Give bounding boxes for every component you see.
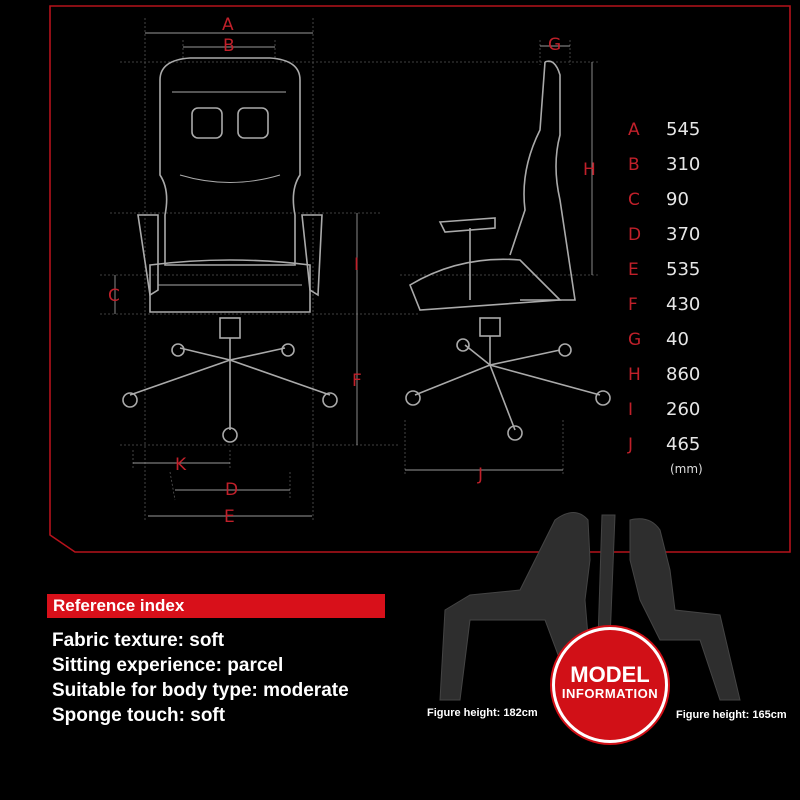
spec-row: H 860 [620, 357, 730, 392]
dim-label-a: A [222, 15, 234, 35]
right-figure-caption: Figure height: 165cm [676, 709, 787, 721]
list-item: Sponge touch: soft [52, 705, 226, 726]
spec-value: 260 [666, 399, 701, 420]
spec-value: 430 [666, 294, 701, 315]
spec-letter: A [628, 119, 640, 140]
spec-value: 535 [666, 259, 701, 280]
reference-header-bar: Reference index [47, 594, 385, 618]
list-item: Sitting experience: parcel [52, 655, 284, 676]
chair-side-icon [405, 60, 611, 441]
spec-value: 545 [666, 119, 701, 140]
spec-value: 465 [666, 434, 701, 455]
spec-letter: C [628, 189, 640, 210]
dim-label-e: E [224, 507, 235, 527]
spec-letter: E [628, 259, 639, 280]
spec-row: E 535 [620, 252, 730, 287]
person-silhouette-icon [439, 512, 741, 701]
chair-front-icon [122, 57, 338, 443]
spec-row: G 40 [620, 322, 730, 357]
model-info-badge: MODEL INFORMATION [552, 627, 668, 743]
spec-value: 310 [666, 154, 701, 175]
spec-value: 90 [666, 189, 689, 210]
dim-label-j: J [478, 465, 484, 485]
list-item: Suitable for body type: moderate [52, 680, 349, 701]
spec-row: D 370 [620, 217, 730, 252]
spec-table: A 545 B 310 C 90 D 370 E 535 F 430 G 40 … [620, 112, 730, 462]
dim-label-h: H [583, 160, 596, 180]
badge-subtitle: INFORMATION [561, 686, 659, 701]
dim-label-k: K [175, 455, 187, 475]
spec-letter: F [628, 294, 638, 315]
spec-row: C 90 [620, 182, 730, 217]
reference-list: Fabric texture: soft Sitting experience:… [52, 628, 349, 728]
dim-label-b: B [223, 36, 235, 56]
red-frame [49, 5, 791, 553]
spec-letter: H [628, 364, 641, 385]
spec-row: J 465 [620, 427, 730, 462]
spec-row: A 545 [620, 112, 730, 147]
left-figure-caption: Figure height: 182cm [427, 707, 538, 719]
unit-label: (mm) [670, 462, 703, 476]
spec-row: I 260 [620, 392, 730, 427]
dim-label-g: G [548, 35, 562, 55]
spec-letter: D [628, 224, 642, 245]
spec-row: F 430 [620, 287, 730, 322]
reference-title: Reference index [53, 596, 185, 615]
dim-label-i: I [354, 255, 360, 275]
dim-label-d: D [225, 480, 239, 500]
dim-label-c: C [108, 286, 120, 306]
spec-letter: G [628, 329, 642, 350]
badge-title: MODEL [570, 662, 650, 687]
spec-letter: J [628, 434, 634, 455]
spec-letter: I [628, 399, 634, 420]
dim-label-f: F [352, 371, 362, 391]
spec-letter: B [628, 154, 640, 175]
list-item: Fabric texture: soft [52, 630, 225, 651]
spec-value: 40 [666, 329, 689, 350]
spec-value: 860 [666, 364, 701, 385]
spec-value: 370 [666, 224, 701, 245]
spec-row: B 310 [620, 147, 730, 182]
